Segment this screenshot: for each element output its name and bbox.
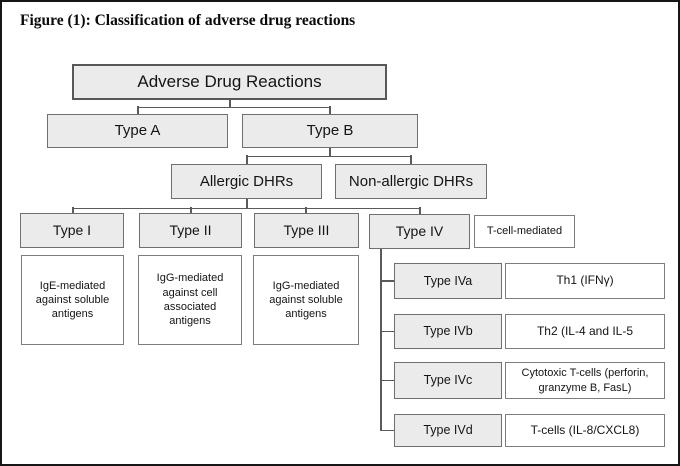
desc-type-iii: IgG-mediated against soluble antigens xyxy=(253,255,359,345)
connector-to-allergic xyxy=(246,155,248,165)
connector-to-type-ii xyxy=(190,207,192,214)
desc-type-ivd: T-cells (IL-8/CXCL8) xyxy=(505,414,665,447)
connector-root-horizontal xyxy=(137,106,330,108)
connector-to-non-allergic xyxy=(410,155,412,165)
connector-to-type-iva xyxy=(380,280,394,282)
node-type-a: Type A xyxy=(47,114,228,148)
node-type-ivc: Type IVc xyxy=(394,362,502,399)
desc-type-ivc: Cytotoxic T-cells (perforin, granzyme B,… xyxy=(505,362,665,399)
figure-title: Figure (1): Classification of adverse dr… xyxy=(20,12,356,29)
node-type-ii: Type II xyxy=(139,213,242,248)
connector-type-iv-trunk xyxy=(380,248,382,431)
connector-root-stub xyxy=(229,99,231,108)
desc-type-i: IgE-mediated against soluble antigens xyxy=(21,255,124,345)
connector-to-type-a xyxy=(137,106,139,115)
desc-type-ii: IgG-mediated against cell associated ant… xyxy=(138,255,242,345)
node-type-ivb: Type IVb xyxy=(394,314,502,349)
node-type-i: Type I xyxy=(20,213,124,248)
node-non-allergic-dhrs: Non-allergic DHRs xyxy=(335,164,487,199)
connector-to-type-i xyxy=(72,207,74,214)
node-type-ivd: Type IVd xyxy=(394,414,502,447)
node-type-b: Type B xyxy=(242,114,418,148)
desc-type-ivb: Th2 (IL-4 and IL-5 xyxy=(505,314,665,349)
node-type-iii: Type III xyxy=(254,213,359,248)
connector-to-type-b xyxy=(329,106,331,115)
connector-type-b-stub xyxy=(329,147,331,157)
connector-to-type-ivc xyxy=(380,379,394,381)
desc-type-iva: Th1 (IFNγ) xyxy=(505,263,665,299)
node-t-cell-mediated: T-cell-mediated xyxy=(474,215,575,248)
node-type-iv: Type IV xyxy=(369,214,470,249)
connector-to-type-iii xyxy=(305,207,307,214)
node-adverse-drug-reactions: Adverse Drug Reactions xyxy=(72,64,387,100)
connector-allergic-stub xyxy=(246,198,248,209)
connector-to-type-iv xyxy=(419,207,421,215)
connector-to-type-ivd xyxy=(380,429,394,431)
connector-to-type-ivb xyxy=(380,330,394,332)
connector-type-b-horizontal xyxy=(246,155,412,157)
node-type-iva: Type IVa xyxy=(394,263,502,299)
connector-allergic-horizontal xyxy=(72,207,420,209)
node-allergic-dhrs: Allergic DHRs xyxy=(171,164,322,199)
